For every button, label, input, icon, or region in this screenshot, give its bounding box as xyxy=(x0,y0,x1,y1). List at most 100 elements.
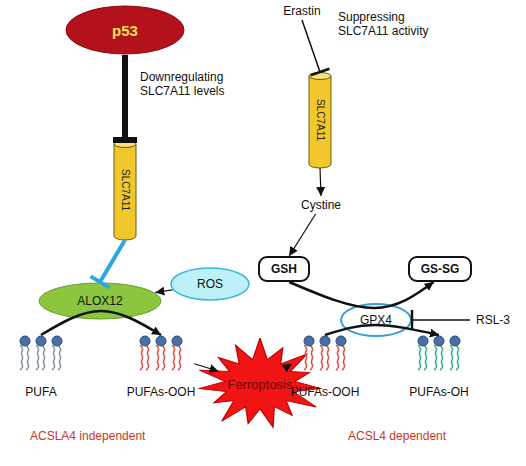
activation-arrow xyxy=(155,290,172,293)
text-holder: ROS xyxy=(170,267,250,301)
lipid-head xyxy=(36,336,46,346)
lipid-tail xyxy=(424,345,426,370)
transporter-cylinder: SLC7A11 xyxy=(113,140,137,240)
text-holder: Cystine xyxy=(294,196,348,214)
lipid-tail xyxy=(20,345,22,370)
lipid-head xyxy=(304,336,314,346)
node-text: RSL-3 xyxy=(476,313,510,327)
lipid-tail xyxy=(342,345,344,370)
lipid-tail xyxy=(42,345,44,370)
text-holder: ALOX12 xyxy=(38,282,162,320)
edge-label: Suppressing SLC7A11 activity xyxy=(338,10,443,38)
connector-line xyxy=(412,319,470,321)
ellipse-outline xyxy=(39,283,161,319)
inhibition-connector xyxy=(113,55,137,140)
edge-label: Downregulating SLC7A11 levels xyxy=(140,70,255,98)
lipid-tail xyxy=(450,345,452,370)
flow-arrow xyxy=(289,214,315,256)
enzyme-ellipse: ALOX12 xyxy=(38,282,162,320)
lipid-tail xyxy=(320,345,322,370)
node-text: SLC7A11 xyxy=(119,169,131,211)
lipid-head xyxy=(156,336,166,346)
ellipse-outline xyxy=(66,6,184,54)
node-text: PUFAs-OOH xyxy=(291,385,360,399)
connector-line xyxy=(289,282,433,308)
protein-ellipse: p53 xyxy=(65,5,185,55)
node-text: GPX4 xyxy=(360,313,392,327)
node-text: PUFA xyxy=(25,385,56,399)
node-text: ALOX12 xyxy=(77,294,122,308)
lipid-tail xyxy=(418,345,420,370)
inhibition-connector xyxy=(91,240,125,288)
lipid-tail xyxy=(162,345,164,370)
enzyme-ellipse: GPX4 xyxy=(340,303,412,337)
connector-line xyxy=(100,240,125,282)
metabolite-box: GS-SG xyxy=(408,256,472,282)
lipid-tail xyxy=(26,345,28,370)
lipid-tail xyxy=(140,345,142,370)
lipid-head xyxy=(418,336,428,346)
lipid-tail xyxy=(434,345,436,370)
lipid-tail xyxy=(36,345,38,370)
text-holder: PUFAs-OOH xyxy=(288,335,362,399)
lipid-tail xyxy=(326,345,328,370)
metabolite-label: Cystine xyxy=(294,196,348,214)
pathway-note: ACSLA4 independent xyxy=(30,429,145,443)
lipid-tail xyxy=(58,345,60,370)
cylinder-body xyxy=(114,144,136,240)
lipid-node: PUFAs-OOH xyxy=(124,335,198,399)
connector-line xyxy=(320,168,321,196)
text-holder: PUFAs-OH xyxy=(404,335,474,399)
drug-label: RSL-3 xyxy=(470,311,516,329)
node-text: Ferroptosis xyxy=(227,377,292,392)
node-text: GSH xyxy=(271,262,297,276)
text-holder: GPX4 xyxy=(340,303,412,337)
text-holder: PUFA xyxy=(8,335,74,399)
node-text: PUFAs-OOH xyxy=(127,385,196,399)
inhibition-connector xyxy=(412,310,470,330)
inhibition-connector xyxy=(302,20,329,75)
lipid-tail xyxy=(156,345,158,370)
cylinder-top xyxy=(309,73,331,80)
flow-arrow xyxy=(320,168,321,196)
connector-line xyxy=(289,214,315,256)
node-text: ROS xyxy=(197,277,223,291)
lipid-node: PUFAs-OH xyxy=(404,335,474,399)
ellipse-outline xyxy=(341,304,411,336)
connector-line xyxy=(122,55,128,140)
text-holder: Erastin xyxy=(276,2,328,20)
lipid-head xyxy=(320,336,330,346)
lipid-tail xyxy=(52,345,54,370)
starburst-shape xyxy=(199,338,320,427)
text-holder: PUFAs-OOH xyxy=(124,335,198,399)
text-holder: RSL-3 xyxy=(470,311,516,329)
lipid-head xyxy=(140,336,150,346)
cylinder-top xyxy=(114,141,136,148)
lipid-tail xyxy=(440,345,442,370)
transporter-cylinder: SLC7A11 xyxy=(308,72,332,168)
connector-line xyxy=(302,20,320,72)
node-text: Erastin xyxy=(283,4,320,18)
lipid-tail xyxy=(146,345,148,370)
node-text: p53 xyxy=(112,22,138,39)
lipid-head xyxy=(434,336,444,346)
cylinder-body xyxy=(309,76,331,168)
lipid-tail xyxy=(304,345,306,370)
lipid-tail xyxy=(172,345,174,370)
text-holder: p53 xyxy=(65,5,185,55)
node-text: GS-SG xyxy=(421,262,460,276)
lipid-node: PUFA xyxy=(8,335,74,399)
text-holder: GSH xyxy=(260,258,308,280)
node-text: SLC7A11 xyxy=(314,99,326,141)
lipid-head xyxy=(52,336,62,346)
text-holder: SLC7A11 xyxy=(113,140,137,240)
lipid-tail xyxy=(310,345,312,370)
lipid-node: PUFAs-OOH xyxy=(288,335,362,399)
node-text: Cystine xyxy=(301,198,341,212)
reaction-arc xyxy=(289,282,433,308)
drug-label: Erastin xyxy=(276,2,328,20)
lipid-tail xyxy=(178,345,180,370)
node-text: PUFAs-OH xyxy=(409,385,468,399)
ellipse-outline xyxy=(171,268,249,300)
